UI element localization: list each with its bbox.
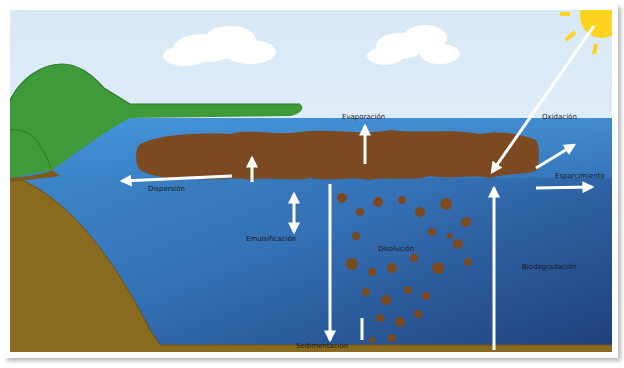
emulsification-label: Emulsificación (246, 236, 296, 243)
spreading-label: Esparcimiento (555, 173, 605, 180)
sedimentation-label: Sedimentación (296, 343, 348, 350)
oxidation-label: Oxidación (542, 114, 577, 121)
biodegradation-label: Biodegradación (522, 264, 577, 271)
evaporation-label: Evaporación (342, 114, 385, 121)
dispersion-label: Dispersión (148, 186, 185, 193)
dissolution-label: Disolución (378, 246, 414, 253)
